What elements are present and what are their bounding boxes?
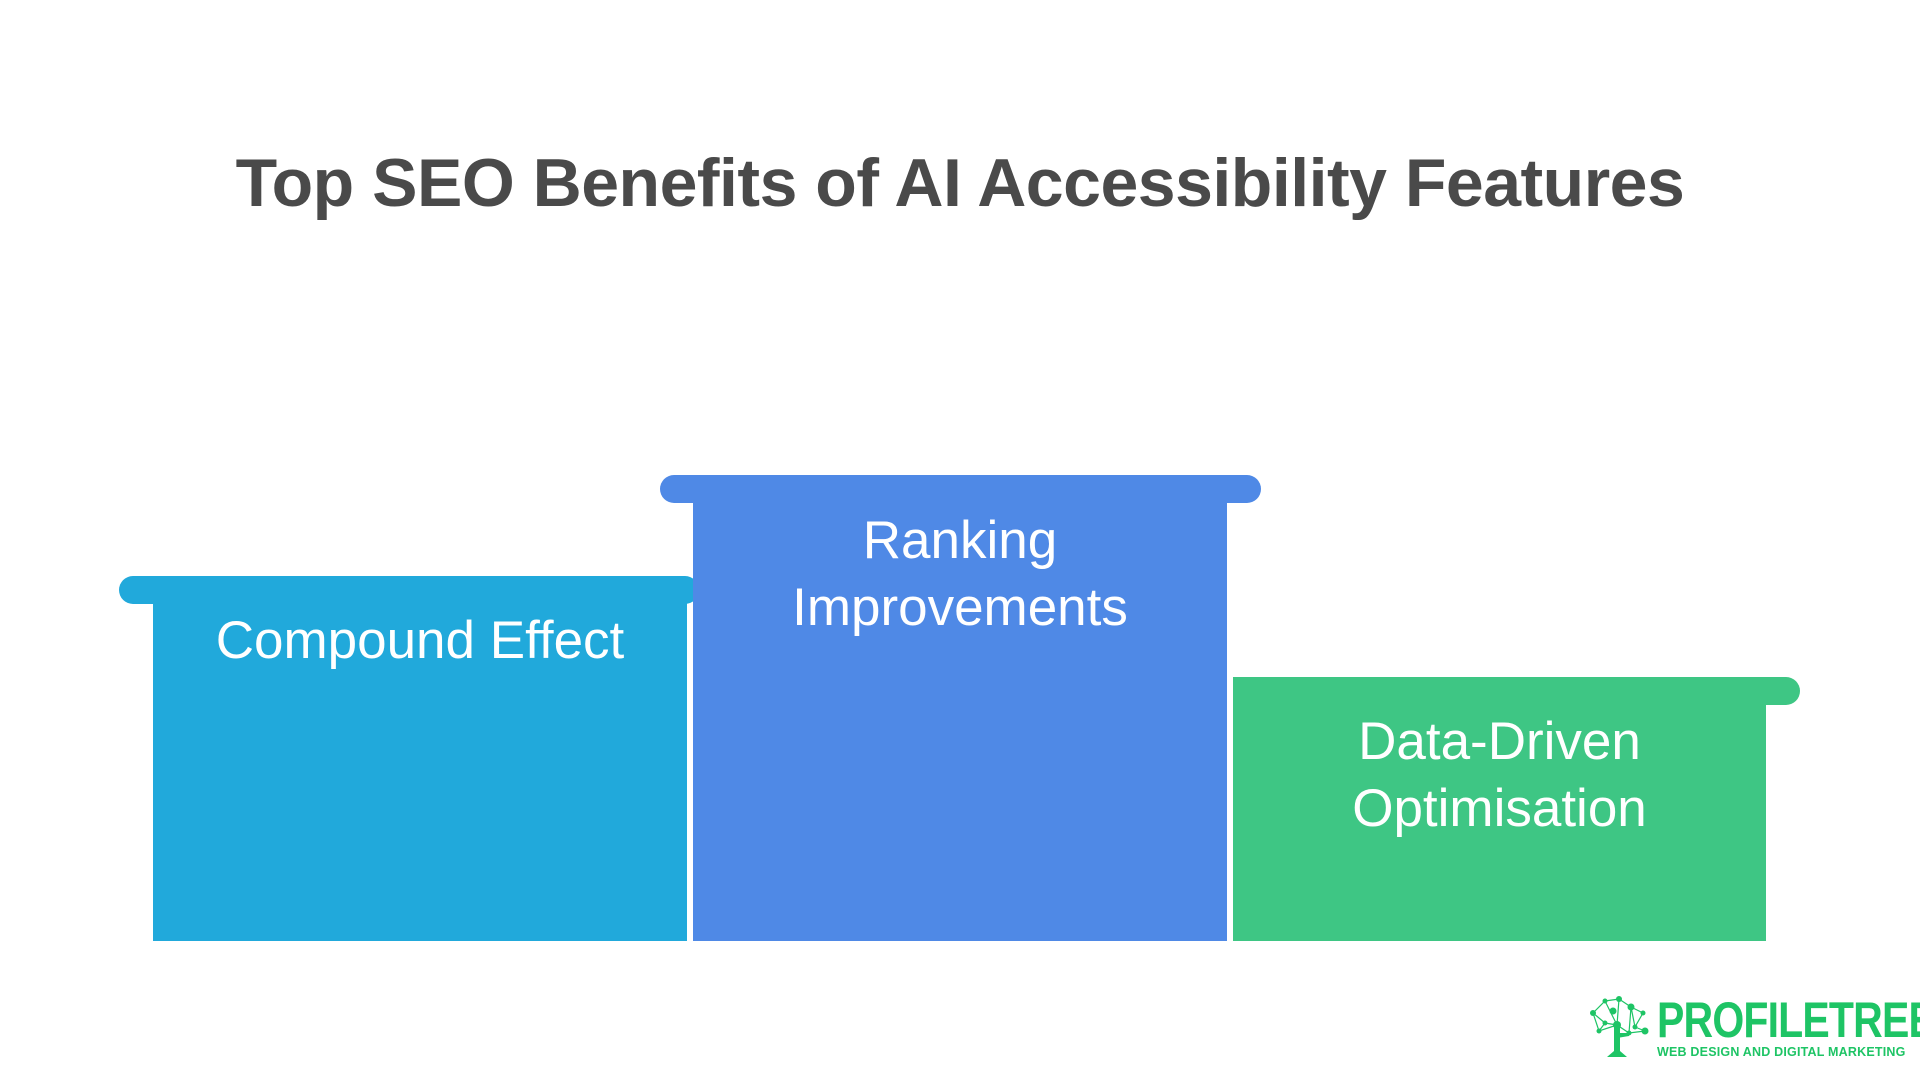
tree-network-icon bbox=[1590, 996, 1649, 1057]
step-body bbox=[693, 489, 1227, 941]
step-body bbox=[153, 590, 687, 941]
logo-tagline: WEB DESIGN AND DIGITAL MARKETING bbox=[1657, 1045, 1906, 1059]
page-title: Top SEO Benefits of AI Accessibility Fea… bbox=[235, 145, 1685, 221]
step-label: Data-Driven Optimisation bbox=[1352, 712, 1647, 838]
step-label: Compound Effect bbox=[215, 611, 625, 670]
step-label: Ranking Improvements bbox=[792, 511, 1128, 637]
step-body bbox=[1233, 677, 1766, 941]
logo-wordmark: PROFILETREE bbox=[1657, 992, 1920, 1048]
step-lip bbox=[1233, 677, 1800, 705]
profiletree-logo: PROFILETREE WEB DESIGN AND DIGITAL MARKE… bbox=[1585, 993, 1920, 1063]
